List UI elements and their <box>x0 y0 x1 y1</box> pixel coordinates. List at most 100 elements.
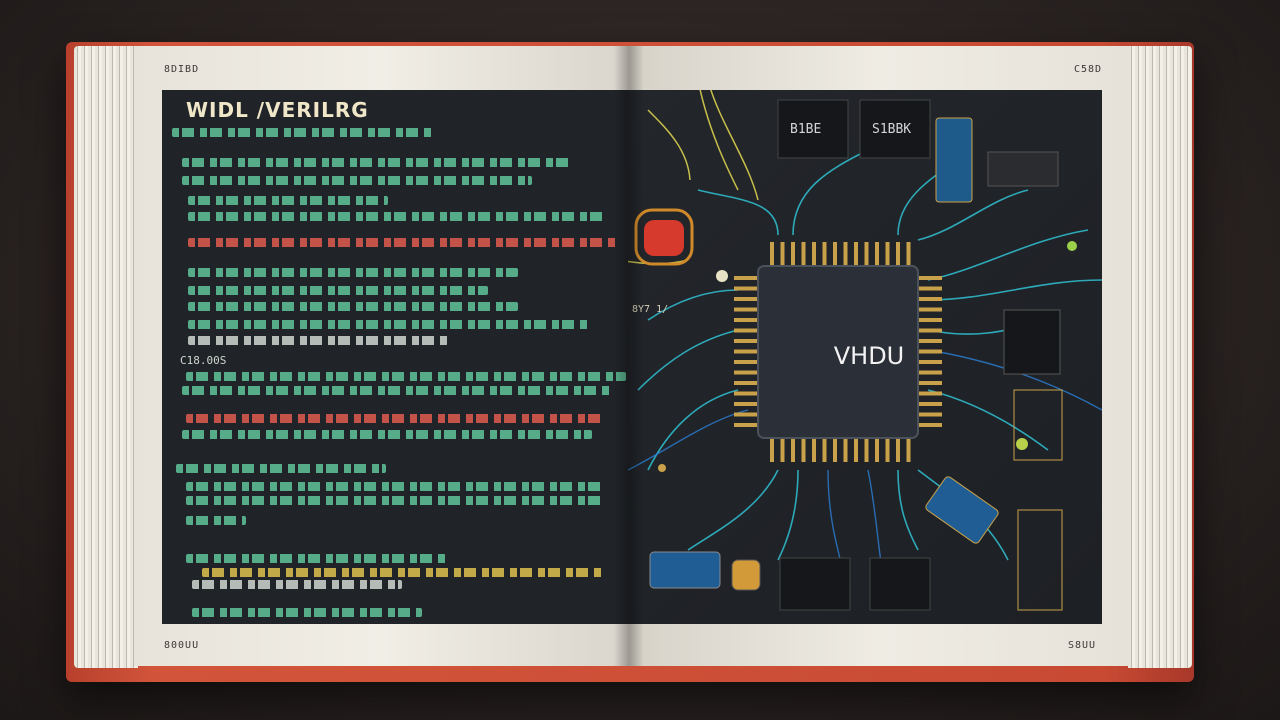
code-line <box>186 414 606 423</box>
chip-pin <box>918 339 942 343</box>
book-gutter <box>614 46 644 666</box>
chip-pin <box>918 276 942 280</box>
code-line <box>188 212 608 221</box>
chip-pin <box>734 307 758 312</box>
chip-pin <box>896 242 900 266</box>
right-page-corner-top: C58D <box>1074 64 1103 75</box>
chip-pin <box>833 438 837 462</box>
main-chip-body <box>757 265 919 439</box>
indicator-leds <box>658 241 1077 472</box>
chip-pin <box>770 438 774 462</box>
chip-pin <box>864 242 869 266</box>
chip-pin <box>918 297 942 301</box>
code-line <box>186 516 246 525</box>
chip-pin <box>918 391 942 396</box>
chip-pin <box>770 242 774 266</box>
chip-pin <box>918 349 942 354</box>
code-snippet-1: C18.00S <box>180 354 227 367</box>
code-line <box>188 238 618 247</box>
chip-pin <box>812 242 816 266</box>
code-line <box>182 386 612 395</box>
chip-pin <box>734 349 758 354</box>
code-line <box>186 372 626 381</box>
code-panel: WIDL /VERILRG C18.00S <box>162 90 628 624</box>
circuit-board-panel: VHDU B1BE S1BBK 8Y7 1/ <box>628 90 1102 624</box>
code-line <box>182 176 532 185</box>
chip-pin <box>801 242 806 266</box>
chip-pin <box>734 402 758 406</box>
chip-pin <box>918 307 942 312</box>
chip-pin <box>854 242 858 266</box>
code-line <box>182 158 572 167</box>
chip-pin <box>812 438 816 462</box>
left-page-corner-bottom: 800UU <box>164 640 200 651</box>
code-line <box>188 320 588 329</box>
code-line <box>188 196 388 205</box>
circuit-illustration <box>628 90 1102 611</box>
chip-pin <box>918 412 942 417</box>
chip-pin <box>918 381 942 385</box>
red-capacitor <box>634 208 694 266</box>
code-line <box>176 464 386 473</box>
chip-pin <box>734 360 758 364</box>
code-line <box>192 608 422 617</box>
board-snippet: 8Y7 1/ <box>632 304 669 315</box>
chip-pin <box>833 242 837 266</box>
chip-pin <box>734 297 758 301</box>
chip-pin <box>918 370 942 375</box>
chip-pin <box>734 276 758 280</box>
chip-pin <box>854 438 858 462</box>
chip-pin <box>918 360 942 364</box>
bottom-chips <box>649 309 1063 611</box>
chip-pin <box>843 438 848 462</box>
chip-pin <box>875 242 879 266</box>
chip-pin <box>875 438 879 462</box>
code-line <box>186 496 606 505</box>
chip-pin <box>734 339 758 343</box>
code-line <box>188 286 488 295</box>
chip-pin <box>822 438 827 462</box>
code-line <box>172 128 432 137</box>
right-page-stack <box>1128 46 1192 668</box>
code-line <box>192 580 402 589</box>
main-chip-label: VHDU <box>833 342 905 370</box>
chip-pin <box>734 391 758 396</box>
chip-pin <box>918 318 942 322</box>
chip-pin <box>734 370 758 375</box>
chip-pin <box>864 438 869 462</box>
code-line <box>188 336 448 345</box>
chip-pin <box>918 328 942 333</box>
left-page-stack <box>74 46 138 668</box>
code-line <box>186 482 606 491</box>
main-chip-pins <box>734 242 942 462</box>
chip-pin <box>780 242 785 266</box>
code-line <box>188 302 518 311</box>
chip-pin <box>734 328 758 333</box>
chip-pin <box>918 286 942 291</box>
small-chip-label-2: S1BBK <box>872 122 912 137</box>
chip-pin <box>780 438 785 462</box>
right-page-corner-bottom: S8UU <box>1068 640 1097 651</box>
circuit-traces <box>637 149 1102 561</box>
chip-pin <box>906 242 911 266</box>
chip-pin <box>918 402 942 406</box>
code-line <box>188 268 518 277</box>
chip-pin <box>734 423 758 427</box>
chip-pin <box>791 242 795 266</box>
code-page-title: WIDL /VERILRG <box>186 98 369 122</box>
chip-pin <box>801 438 806 462</box>
chip-pin <box>896 438 900 462</box>
top-chips <box>777 99 1059 203</box>
chip-pin <box>822 242 827 266</box>
left-page-corner-top: 8DIBD <box>164 64 200 75</box>
chip-pin <box>885 438 890 462</box>
chip-pin <box>734 381 758 385</box>
small-chip-label-1: B1BE <box>790 122 822 137</box>
chip-pin <box>885 242 890 266</box>
code-line <box>186 554 446 563</box>
chip-pin <box>791 438 795 462</box>
chip-pin <box>843 242 848 266</box>
chip-pin <box>734 318 758 322</box>
chip-pin <box>906 438 911 462</box>
